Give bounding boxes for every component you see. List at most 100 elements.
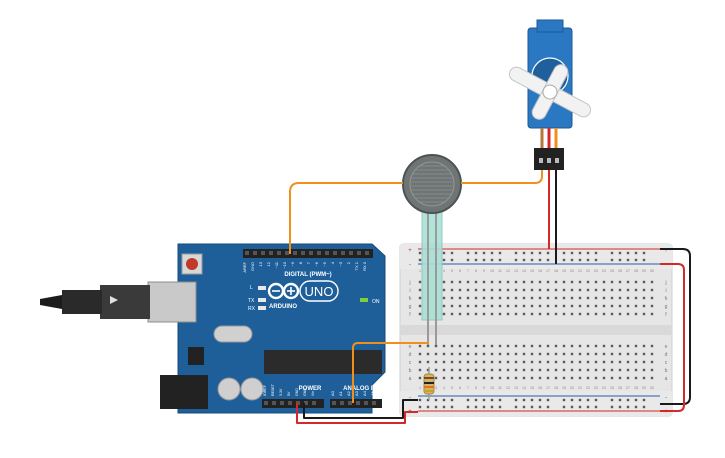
breadboard-hole[interactable]	[474, 352, 478, 356]
breadboard-hole[interactable]	[610, 296, 614, 300]
breadboard-hole[interactable]	[538, 312, 542, 316]
breadboard-hole[interactable]	[650, 352, 654, 356]
rail-hole[interactable]	[594, 405, 598, 409]
rail-hole[interactable]	[618, 405, 622, 409]
breadboard-hole[interactable]	[482, 360, 486, 364]
breadboard-hole[interactable]	[634, 368, 638, 372]
breadboard-hole[interactable]	[586, 368, 590, 372]
breadboard-hole[interactable]	[506, 352, 510, 356]
breadboard-hole[interactable]	[650, 296, 654, 300]
breadboard-hole[interactable]	[586, 352, 590, 356]
breadboard-hole[interactable]	[634, 344, 638, 348]
breadboard-hole[interactable]	[466, 304, 470, 308]
breadboard-hole[interactable]	[522, 280, 526, 284]
rail-hole[interactable]	[610, 398, 614, 402]
breadboard-hole[interactable]	[618, 360, 622, 364]
breadboard-hole[interactable]	[634, 312, 638, 316]
breadboard-hole[interactable]	[594, 296, 598, 300]
breadboard-hole[interactable]	[538, 360, 542, 364]
breadboard-hole[interactable]	[450, 368, 454, 372]
breadboard-hole[interactable]	[546, 368, 550, 372]
rail-hole[interactable]	[530, 251, 534, 255]
breadboard-hole[interactable]	[450, 304, 454, 308]
breadboard-hole[interactable]	[490, 360, 494, 364]
breadboard-hole[interactable]	[586, 288, 590, 292]
header-pin[interactable]	[280, 401, 284, 405]
breadboard-hole[interactable]	[466, 360, 470, 364]
breadboard-hole[interactable]	[634, 288, 638, 292]
breadboard-hole[interactable]	[514, 368, 518, 372]
breadboard-hole[interactable]	[618, 288, 622, 292]
rail-hole[interactable]	[514, 251, 518, 255]
breadboard-hole[interactable]	[466, 368, 470, 372]
breadboard-hole[interactable]	[466, 376, 470, 380]
breadboard-hole[interactable]	[442, 352, 446, 356]
rail-hole[interactable]	[530, 398, 534, 402]
breadboard-hole[interactable]	[538, 352, 542, 356]
breadboard-hole[interactable]	[506, 360, 510, 364]
breadboard-hole[interactable]	[578, 360, 582, 364]
header-pin[interactable]	[349, 251, 353, 255]
breadboard-hole[interactable]	[610, 312, 614, 316]
breadboard-hole[interactable]	[418, 376, 422, 380]
header-pin[interactable]	[317, 251, 321, 255]
breadboard-hole[interactable]	[594, 368, 598, 372]
rail-hole[interactable]	[634, 258, 638, 262]
breadboard-hole[interactable]	[562, 360, 566, 364]
breadboard-hole[interactable]	[442, 368, 446, 372]
breadboard-hole[interactable]	[626, 352, 630, 356]
breadboard-hole[interactable]	[522, 312, 526, 316]
breadboard-hole[interactable]	[546, 288, 550, 292]
breadboard-hole[interactable]	[490, 376, 494, 380]
resistor[interactable]	[423, 367, 435, 400]
breadboard-hole[interactable]	[442, 312, 446, 316]
breadboard-hole[interactable]	[594, 288, 598, 292]
breadboard-hole[interactable]	[562, 304, 566, 308]
rail-hole[interactable]	[466, 405, 470, 409]
rail-hole[interactable]	[474, 398, 478, 402]
breadboard-hole[interactable]	[522, 360, 526, 364]
breadboard-hole[interactable]	[530, 288, 534, 292]
breadboard-hole[interactable]	[538, 376, 542, 380]
breadboard-hole[interactable]	[642, 376, 646, 380]
breadboard-hole[interactable]	[530, 344, 534, 348]
breadboard-hole[interactable]	[426, 368, 430, 372]
breadboard-hole[interactable]	[522, 288, 526, 292]
rail-hole[interactable]	[418, 398, 422, 402]
rail-hole[interactable]	[514, 405, 518, 409]
breadboard-hole[interactable]	[458, 296, 462, 300]
breadboard-hole[interactable]	[474, 360, 478, 364]
header-pin[interactable]	[356, 401, 360, 405]
breadboard-hole[interactable]	[642, 296, 646, 300]
breadboard-hole[interactable]	[418, 312, 422, 316]
breadboard-hole[interactable]	[426, 360, 430, 364]
breadboard-hole[interactable]	[554, 352, 558, 356]
breadboard-hole[interactable]	[554, 376, 558, 380]
breadboard-hole[interactable]	[522, 368, 526, 372]
wire-rail-vcc-bridge[interactable]	[660, 263, 685, 412]
breadboard-hole[interactable]	[562, 352, 566, 356]
breadboard-hole[interactable]	[562, 288, 566, 292]
breadboard-hole[interactable]	[434, 368, 438, 372]
rail-hole[interactable]	[562, 258, 566, 262]
breadboard-hole[interactable]	[418, 296, 422, 300]
breadboard-hole[interactable]	[594, 360, 598, 364]
breadboard-hole[interactable]	[626, 360, 630, 364]
breadboard-hole[interactable]	[506, 376, 510, 380]
breadboard-hole[interactable]	[506, 296, 510, 300]
breadboard-hole[interactable]	[514, 280, 518, 284]
wire-fsr-to-servo-signal[interactable]	[461, 170, 543, 184]
breadboard-hole[interactable]	[578, 312, 582, 316]
breadboard[interactable]: jjiihhggffeeddccbbaa11223344556677889910…	[399, 243, 673, 417]
breadboard-hole[interactable]	[586, 376, 590, 380]
breadboard-hole[interactable]	[602, 280, 606, 284]
breadboard-hole[interactable]	[530, 368, 534, 372]
wire-rail-gnd-bridge[interactable]	[660, 248, 691, 405]
header-pin[interactable]	[365, 251, 369, 255]
rail-hole[interactable]	[530, 405, 534, 409]
rail-hole[interactable]	[434, 405, 438, 409]
breadboard-hole[interactable]	[642, 304, 646, 308]
breadboard-hole[interactable]	[634, 280, 638, 284]
breadboard-hole[interactable]	[474, 288, 478, 292]
breadboard-hole[interactable]	[418, 280, 422, 284]
